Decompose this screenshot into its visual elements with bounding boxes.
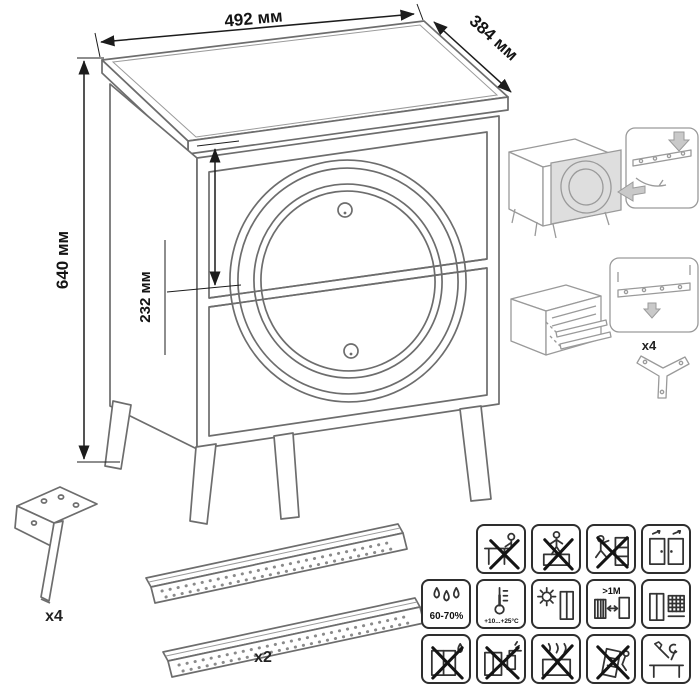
height-dimension: 640 мм: [53, 57, 120, 463]
distance-value: >1M: [602, 585, 621, 595]
depth-dimension-label: 384 мм: [466, 11, 522, 64]
cabinet-leg-back-right: [273, 432, 300, 520]
care-icon-no-hot-items: [531, 634, 581, 684]
care-icon-row-1: [476, 524, 691, 574]
care-icon-row-3: [421, 634, 691, 684]
drawer-slides-drawing: x2: [145, 523, 426, 679]
cabinet-drawing: [101, 20, 509, 525]
care-icon-door-mounting: [641, 524, 691, 574]
drawer-height-dimension: 232 мм: [137, 140, 242, 355]
care-icon-heat-distance: >1M: [586, 579, 636, 629]
no-climbing-icon: [594, 534, 629, 569]
care-icon-no-climbing: [586, 524, 636, 574]
cabinet-leg-front-right: [459, 405, 492, 502]
down-arrow-icon: [667, 131, 691, 152]
care-icon-temperature: +10...+25°C: [476, 579, 526, 629]
cabinet-leg-back-left: [104, 400, 132, 470]
slide-quantity-label: x2: [254, 649, 272, 666]
care-icon-no-direct-sunlight: [531, 579, 581, 629]
small-down-arrow-icon: [642, 302, 662, 319]
drawer-height-dimension-label: 232 мм: [137, 271, 154, 322]
slide-assembly-thumbnail: x4: [510, 257, 699, 399]
drawer-slide-rail: [145, 523, 408, 604]
care-icon-row-2: 60-70% +10...+25°C: [421, 579, 691, 629]
no-sitting-icon: [483, 532, 520, 570]
no-hot-items-icon: [540, 642, 574, 680]
bracket-quantity-label: x4: [642, 338, 657, 353]
care-icon-no-solvents: [476, 634, 526, 684]
no-moisture-icon: [430, 642, 464, 680]
insert-arrow-icon: [617, 181, 646, 202]
no-tipping-icon: [595, 644, 630, 680]
door-mounting-icon: [648, 529, 684, 565]
humidity-icon: 60-70%: [429, 586, 463, 622]
care-icon-no-tipping: [586, 634, 636, 684]
ventilation-icon: [648, 592, 685, 621]
cabinet-leg-front-left: [189, 443, 217, 525]
width-dimension: 492 мм: [94, 3, 424, 58]
temperature-value: +10...+25°C: [484, 617, 519, 625]
no-standing-icon: [542, 530, 574, 571]
care-icon-ventilation: [641, 579, 691, 629]
temperature-icon: +10...+25°C: [484, 586, 519, 625]
assembly-tools-icon: [648, 640, 684, 678]
leg-part-drawing: x4: [14, 486, 98, 625]
care-icon-grid: 60-70% +10...+25°C: [421, 524, 691, 684]
care-icon-assembly-tools: [641, 634, 691, 684]
drawer-assembly-thumbnail: [508, 127, 699, 239]
no-direct-sunlight-icon: [536, 586, 574, 620]
humidity-value: 60-70%: [429, 611, 463, 622]
care-icon-no-standing: [531, 524, 581, 574]
heat-distance-icon: >1M: [593, 585, 630, 619]
corner-bracket-detail: [636, 355, 690, 399]
care-icon-no-sitting: [476, 524, 526, 574]
leg-quantity-label: x4: [45, 608, 63, 625]
no-solvents-icon: [483, 640, 522, 680]
care-icon-humidity: 60-70%: [421, 579, 471, 629]
care-icon-no-moisture: [421, 634, 471, 684]
height-dimension-label: 640 мм: [53, 231, 72, 289]
